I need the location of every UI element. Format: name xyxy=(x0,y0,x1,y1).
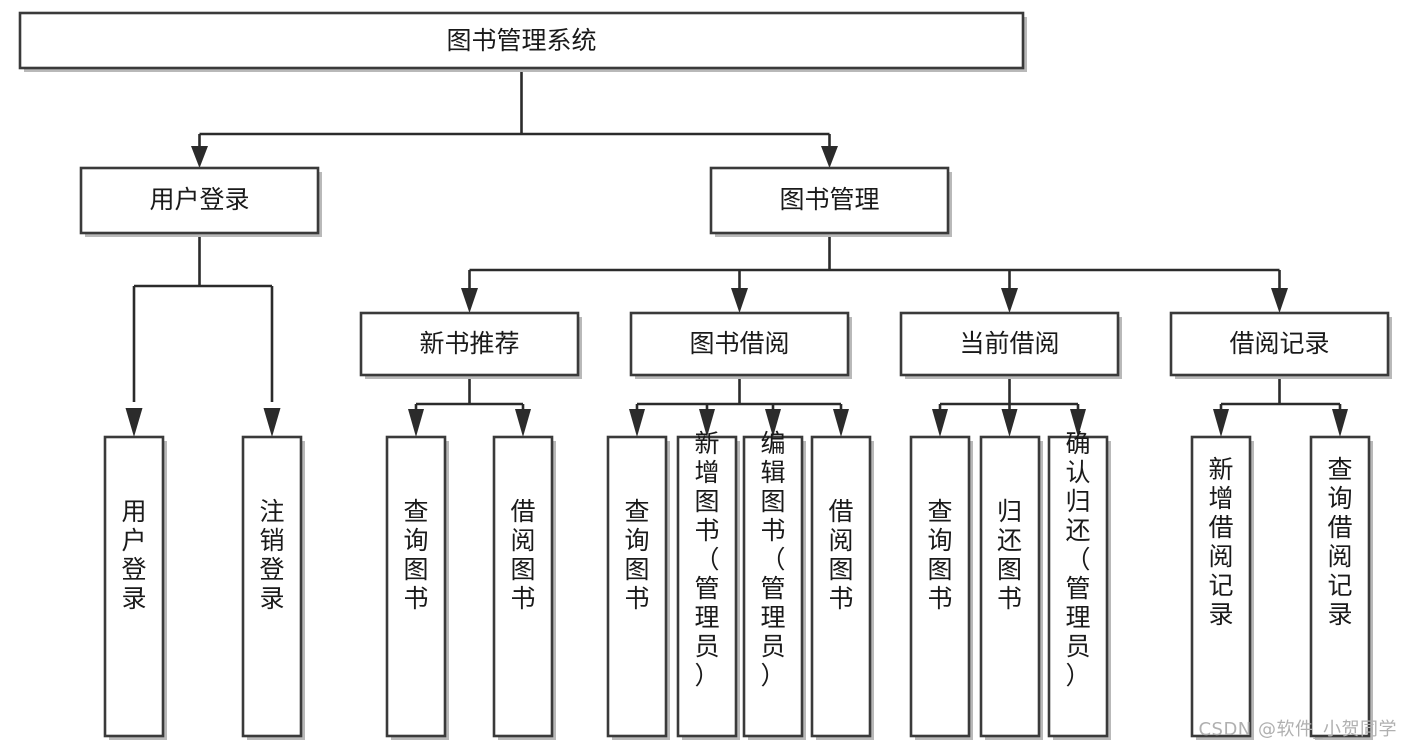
leaf-borrow-record-1-label: 新增借阅记录 xyxy=(1208,455,1233,629)
user-login-node-label: 用户登录 xyxy=(149,185,249,214)
arrow-head-book-borrow xyxy=(731,288,748,313)
leaf-current-borrow-1[interactable]: 查询图书 xyxy=(909,435,973,740)
leaf-book-borrow-1[interactable]: 查询图书 xyxy=(606,435,670,740)
arrow-head-n3-leaf-1 xyxy=(932,409,948,437)
arrow-head-n4-leaf-1 xyxy=(1213,409,1229,437)
leaf-book-borrow-4[interactable]: 借阅图书 xyxy=(810,435,874,740)
leaf-user-login-2-label: 注销登录 xyxy=(259,497,284,613)
book-management-node-label: 图书管理 xyxy=(779,185,879,214)
arrow-head-n3-leaf-2 xyxy=(1001,409,1018,437)
arrow-head-n3-leaf-3 xyxy=(1070,409,1086,437)
book-borrow-label: 图书借阅 xyxy=(689,329,789,358)
leaf-new-book-2-label: 借阅图书 xyxy=(510,497,535,613)
arrow-head-n2-leaf-3 xyxy=(765,409,781,437)
leaf-book-borrow-4-box xyxy=(810,435,872,738)
node-user-login[interactable]: 用户登录 xyxy=(79,166,322,237)
arrow-head-n1-leaf-2 xyxy=(515,409,531,437)
arrow-head-n4-leaf-2 xyxy=(1332,409,1348,437)
leaf-borrow-record-1-box xyxy=(1190,435,1252,738)
borrow-record-box xyxy=(1169,311,1390,377)
leaf-current-borrow-2-box xyxy=(979,435,1041,738)
leaf-user-login-2[interactable]: 注销登录 xyxy=(241,435,305,740)
leaf-borrow-record-2-box xyxy=(1309,435,1371,738)
current-borrow-label: 当前借阅 xyxy=(959,329,1059,358)
leaf-book-borrow-2-box xyxy=(676,435,738,738)
root-node-label: 图书管理系统 xyxy=(446,26,596,55)
leaf-book-borrow-4-label: 借阅图书 xyxy=(828,497,853,613)
arrow-head-current-borrow xyxy=(1001,288,1018,313)
arrow-head-n2-leaf-1 xyxy=(629,409,645,437)
leaf-book-borrow-2[interactable]: 新增图书（管理员） xyxy=(676,429,740,740)
connector-group xyxy=(125,68,1348,437)
leaf-new-book-1-box xyxy=(385,435,447,738)
node-current-borrow[interactable]: 当前借阅 xyxy=(899,311,1122,379)
leaf-borrow-record-2-label: 查询借阅记录 xyxy=(1327,455,1352,629)
leaf-book-borrow-3-box xyxy=(742,435,804,738)
leaf-current-borrow-3-box xyxy=(1047,435,1109,738)
leaf-book-borrow-1-box xyxy=(606,435,668,738)
leaf-user-login-2-box xyxy=(241,435,303,738)
book-borrow-box xyxy=(629,311,850,377)
node-new-book-recommend[interactable]: 新书推荐 xyxy=(359,311,582,379)
leaf-current-borrow-3-label: 确认归还（管理员） xyxy=(1065,429,1090,690)
arrow-head-new-book xyxy=(461,288,478,313)
arrow-head-n2-leaf-4 xyxy=(833,409,849,437)
arrow-head-borrow-record xyxy=(1271,288,1288,313)
leaf-user-login-1-box xyxy=(103,435,165,738)
arrow-head-n2-leaf-2 xyxy=(699,409,715,437)
leaf-new-book-2[interactable]: 借阅图书 xyxy=(492,435,556,740)
leaf-new-book-1-label: 查询图书 xyxy=(403,497,428,613)
node-borrow-record[interactable]: 借阅记录 xyxy=(1169,311,1392,379)
book-management-node-box xyxy=(709,166,950,235)
node-root-book-management-system[interactable]: 图书管理系统 xyxy=(18,11,1027,72)
leaf-book-borrow-1-label: 查询图书 xyxy=(624,497,649,613)
arrow-head-book-manage xyxy=(821,146,838,168)
leaf-current-borrow-3[interactable]: 确认归还（管理员） xyxy=(1047,429,1111,740)
arrow-head-user-login xyxy=(191,146,208,168)
borrow-record-label: 借阅记录 xyxy=(1229,329,1329,358)
user-login-node-box xyxy=(79,166,320,235)
leaf-user-login-1[interactable]: 用户登录 xyxy=(103,435,167,740)
root-node-box xyxy=(18,11,1025,70)
node-book-management[interactable]: 图书管理 xyxy=(709,166,952,237)
leaf-borrow-record-2[interactable]: 查询借阅记录 xyxy=(1309,435,1373,740)
leaf-current-borrow-2-label: 归还图书 xyxy=(997,497,1022,613)
leaf-book-borrow-3-label: 编辑图书（管理员） xyxy=(760,429,785,690)
node-book-borrow[interactable]: 图书借阅 xyxy=(629,311,852,379)
leaf-current-borrow-1-box xyxy=(909,435,971,738)
leaf-current-borrow-2[interactable]: 归还图书 xyxy=(979,435,1043,740)
leaf-borrow-record-1[interactable]: 新增借阅记录 xyxy=(1190,435,1254,740)
leaf-user-login-1-label: 用户登录 xyxy=(121,497,146,613)
arrow-head-user-leaf-1 xyxy=(125,408,143,437)
arrow-head-user-leaf-2 xyxy=(263,408,281,437)
leaf-current-borrow-1-label: 查询图书 xyxy=(927,497,952,613)
leaf-new-book-2-box xyxy=(492,435,554,738)
leaf-new-book-1[interactable]: 查询图书 xyxy=(385,435,449,740)
new-book-recommend-label: 新书推荐 xyxy=(419,329,519,358)
current-borrow-box xyxy=(899,311,1120,377)
leaf-book-borrow-2-label: 新增图书（管理员） xyxy=(694,429,719,690)
leaf-book-borrow-3[interactable]: 编辑图书（管理员） xyxy=(742,429,806,740)
arrow-head-n1-leaf-1 xyxy=(408,409,424,437)
new-book-recommend-box xyxy=(359,311,580,377)
